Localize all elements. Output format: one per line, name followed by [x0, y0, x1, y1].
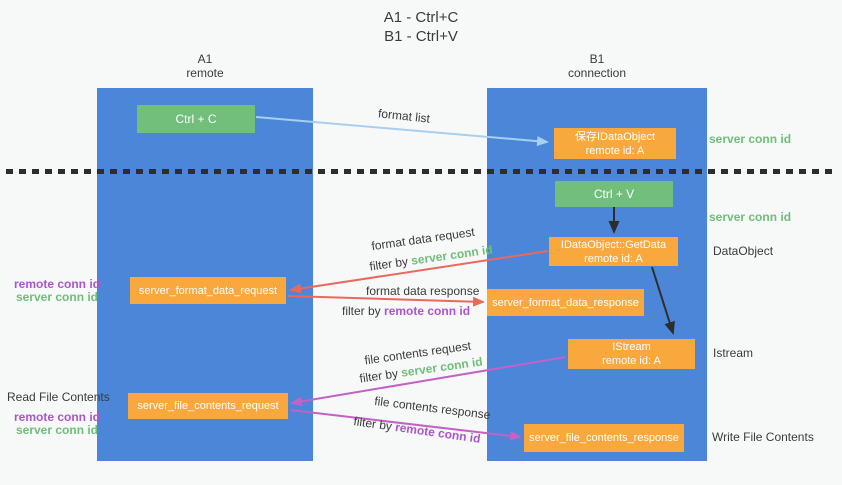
format-response-text: server_format_data_response	[492, 296, 639, 309]
server-conn-id-label: server conn id	[15, 290, 99, 304]
box-ctrl-v: Ctrl + V	[555, 181, 673, 207]
box-ctrl-c: Ctrl + C	[137, 105, 255, 133]
file-response-text: server_file_contents_response	[529, 432, 679, 444]
ctrl-v-text: Ctrl + V	[593, 187, 635, 201]
right-server-conn-id-top: server conn id	[709, 132, 792, 146]
format-data-response-label: format data response	[366, 284, 480, 298]
box-server-file-contents-request: server_file_contents_request	[128, 393, 288, 419]
box-idataobject-getdata: IDataObject::GetData remote id: A	[549, 237, 678, 266]
remote-conn-id-text: remote conn id	[384, 304, 471, 318]
left-conn-ids-bottom: remote conn id server conn id	[11, 411, 103, 437]
file-request-text: server_file_contents_request	[137, 400, 279, 412]
lifeline-a1-role: remote	[186, 66, 224, 80]
lifeline-b1-role: connection	[567, 66, 627, 80]
arrow-getdata-to-istream	[651, 266, 675, 335]
lifeline-b1-name: B1	[589, 52, 605, 66]
read-file-contents-label: Read File Contents	[7, 390, 110, 404]
arrow-file-contents-request	[290, 356, 567, 407]
ctrl-c-text: Ctrl + C	[175, 112, 217, 126]
arrow-file-contents-response	[289, 409, 522, 441]
box-server-file-contents-response: server_file_contents_response	[524, 424, 684, 452]
lifeline-header-a1: A1 remote	[97, 52, 313, 80]
getdata-line2: remote id: A	[584, 252, 643, 265]
istream-line2: remote id: A	[602, 355, 661, 367]
arrow-format-list	[255, 116, 549, 147]
box-save-dataobject: 保存IDataObject remote id: A	[554, 128, 676, 159]
remote-conn-id-label: remote conn id	[13, 410, 100, 424]
arrow-format-data-request	[289, 250, 549, 294]
title-line-2: B1 - Ctrl+V	[384, 28, 458, 45]
box-istream: IStream remote id: A	[568, 339, 695, 369]
getdata-line1: IDataObject::GetData	[560, 238, 667, 251]
left-conn-ids-top: remote conn id server conn id	[11, 278, 103, 304]
istream-label: Istream	[713, 346, 754, 360]
save-dataobject-line2: remote id: A	[585, 144, 645, 157]
box-server-format-data-request: server_format_data_request	[130, 277, 286, 304]
diagram-title: A1 - Ctrl+C B1 - Ctrl+V	[0, 8, 842, 46]
istream-line1: IStream	[612, 341, 651, 353]
format-data-response-filter-label: filter by remote conn id	[342, 304, 470, 318]
filter-by-text: filter by	[342, 304, 381, 318]
format-request-text: server_format_data_request	[138, 284, 278, 297]
lifeline-header-b1: B1 connection	[487, 52, 707, 80]
remote-conn-id-label: remote conn id	[13, 277, 100, 291]
title-line-1: A1 - Ctrl+C	[383, 9, 459, 26]
right-server-conn-id-mid: server conn id	[709, 210, 792, 224]
write-file-contents-label: Write File Contents	[712, 430, 814, 444]
dataobject-label: DataObject	[713, 244, 774, 258]
dotted-separator-line	[6, 169, 836, 174]
save-dataobject-line1: 保存IDataObject	[574, 130, 656, 143]
lifeline-a1-name: A1	[197, 52, 213, 66]
server-conn-id-label: server conn id	[15, 423, 99, 437]
box-server-format-data-response: server_format_data_response	[487, 289, 644, 316]
arrow-format-data-response	[287, 295, 485, 307]
